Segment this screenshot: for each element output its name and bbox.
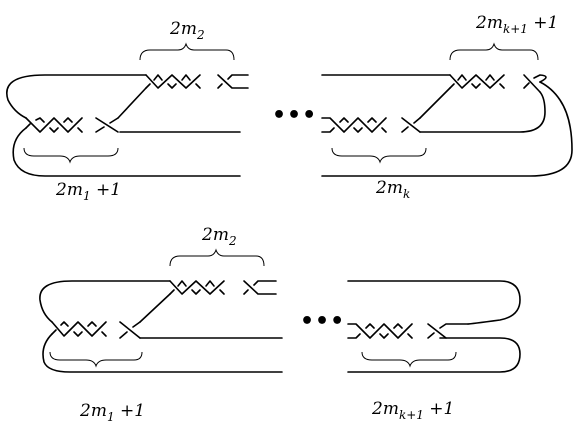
bottom-label-braid-k1: 2mk+1 +1 <box>371 399 454 422</box>
bottom-label-braid-1: 2m1 +1 <box>79 401 145 424</box>
top-label-braid-k1: 2mk+1 +1 <box>475 13 558 36</box>
top-braid-k1 <box>449 74 547 93</box>
bottom-bottom-strand-left <box>42 333 283 373</box>
top-brace-k <box>331 147 427 164</box>
top-brace-k1 <box>449 42 539 61</box>
top-label-braid-k: 2mk <box>375 178 410 201</box>
top-braid-2 <box>145 74 249 89</box>
bottom-braid-2 <box>169 280 277 295</box>
top-outer-strand-left <box>6 74 147 119</box>
top-ellipsis: ••• <box>272 103 317 128</box>
top-label-braid-2: 2m2 <box>169 19 205 42</box>
bottom-brace-k1 <box>361 351 457 368</box>
bottom-brace-2 <box>169 248 265 267</box>
bottom-brace-1 <box>49 351 143 368</box>
bottom-ellipsis: ••• <box>300 309 345 334</box>
bottom-label-braid-2: 2m2 <box>201 225 237 248</box>
top-brace-2 <box>139 42 235 61</box>
top-diagonal-connector-right <box>419 87 451 119</box>
top-diagonal-connector <box>117 87 147 119</box>
top-bottom-strand-left <box>12 127 241 177</box>
bottom-bottom-strand-right <box>347 337 521 373</box>
top-braid-1 <box>25 117 119 133</box>
bottom-outer-strand-right <box>347 280 521 325</box>
top-brace-1 <box>23 147 119 164</box>
top-middle-strand-right <box>419 91 546 133</box>
top-knot-diagram: ••• 2m1 +1 2m2 <box>6 13 573 203</box>
top-bottom-strand-right <box>321 81 573 177</box>
bottom-braid-k1 <box>347 323 469 339</box>
bottom-knot-diagram: ••• 2m1 +1 2m2 2mk+1 +1 <box>39 225 521 424</box>
top-label-braid-1: 2m1 +1 <box>55 180 121 203</box>
bottom-outer-strand-left <box>39 280 171 323</box>
top-braid-k <box>321 117 421 133</box>
bottom-braid-1 <box>51 321 141 339</box>
bottom-diagonal-connector <box>139 293 171 323</box>
